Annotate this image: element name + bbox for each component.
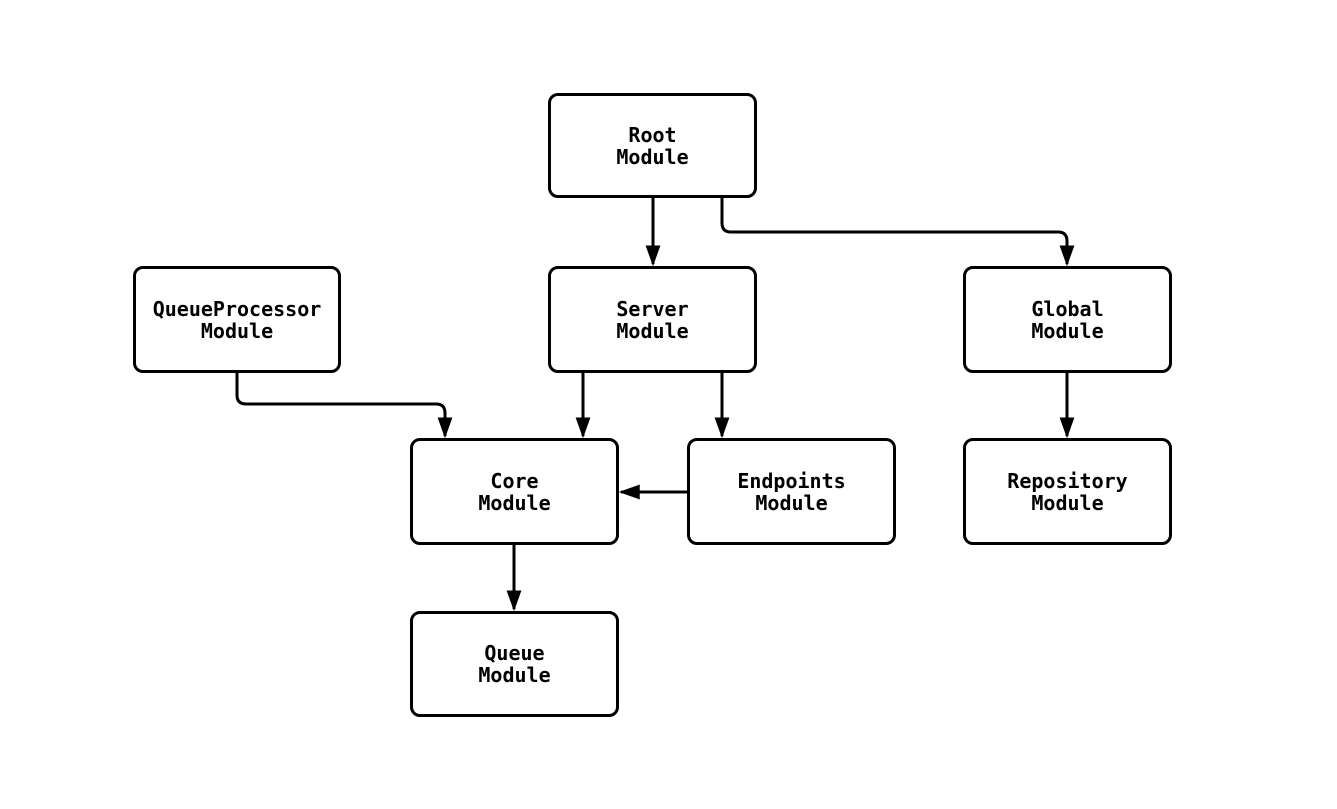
node-core-module: Core Module (410, 438, 619, 545)
node-label: Repository Module (1007, 468, 1128, 515)
node-root-module: Root Module (548, 93, 757, 198)
node-global-module: Global Module (963, 266, 1172, 373)
node-server-module: Server Module (548, 266, 757, 373)
edge-root-module-to-global-module (720, 198, 1075, 267)
node-queue-module: Queue Module (410, 611, 619, 717)
node-label: Global Module (1031, 296, 1104, 343)
node-label: QueueProcessor Module (152, 296, 322, 343)
node-label: Queue Module (478, 641, 551, 687)
edge-queueprocessor-module-to-core-module (235, 373, 453, 439)
node-label: Server Module (616, 296, 689, 343)
node-label: Root Module (616, 122, 689, 169)
node-label: Core Module (478, 468, 551, 515)
node-endpoints-module: Endpoints Module (687, 438, 896, 545)
node-label: Endpoints Module (737, 468, 846, 515)
node-queueprocessor-module: QueueProcessor Module (133, 266, 341, 373)
node-repository-module: Repository Module (963, 438, 1172, 545)
